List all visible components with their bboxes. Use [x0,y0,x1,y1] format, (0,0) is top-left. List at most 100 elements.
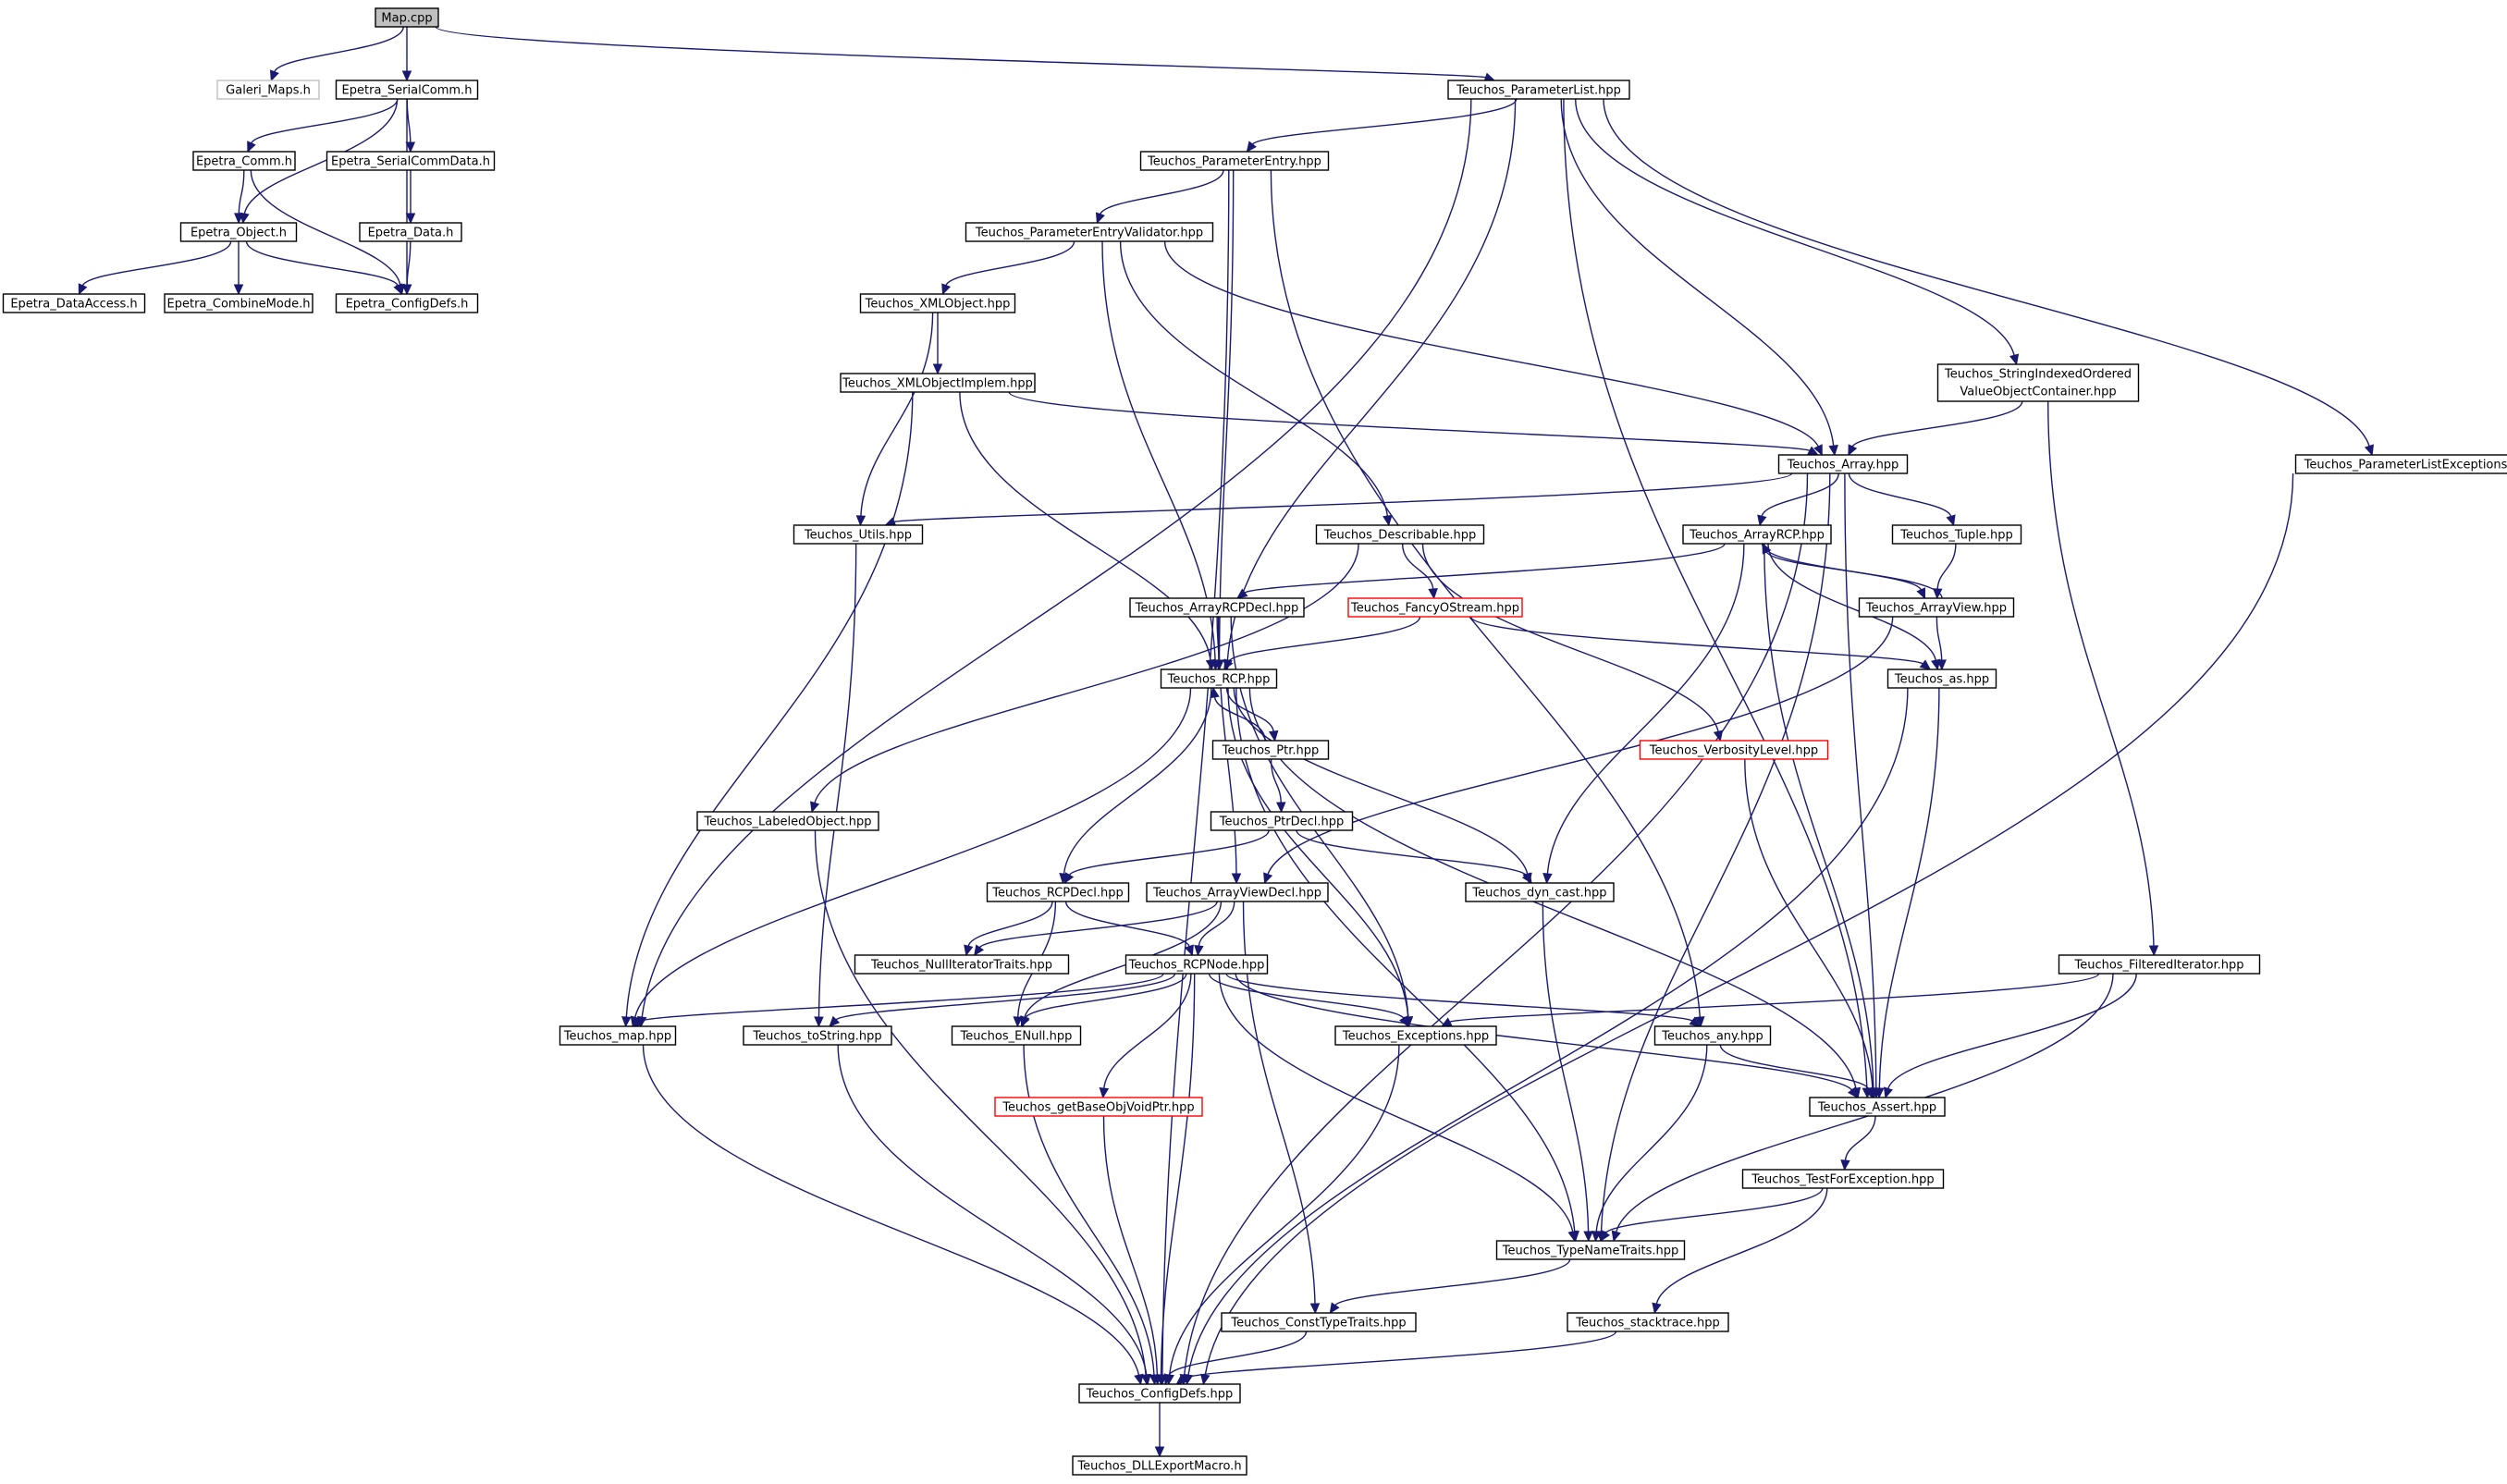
node-box[interactable] [375,7,439,28]
node-dllexportmacro[interactable]: Teuchos_DLLExportMacro.h [1072,1455,1247,1476]
node-epetra-configdefs[interactable]: Epetra_ConfigDefs.h [335,293,479,313]
node-box[interactable] [2,293,146,313]
node-box[interactable] [840,373,1036,393]
node-epetra-data[interactable]: Epetra_Data.h [359,222,462,242]
node-nulliteratortraits[interactable]: Teuchos_NullIteratorTraits.hpp [854,954,1070,975]
node-box[interactable] [179,222,298,242]
node-arrayrcp[interactable]: Teuchos_ArrayRCP.hpp [1682,524,1832,545]
node-box[interactable] [965,222,1214,242]
node-box[interactable] [1221,1312,1417,1332]
node-parameterentryvalidator[interactable]: Teuchos_ParameterEntryValidator.hpp [965,222,1214,242]
node-box[interactable] [359,222,462,242]
node-rcpnode[interactable]: Teuchos_RCPNode.hpp [1124,954,1269,975]
node-assert[interactable]: Teuchos_Assert.hpp [1809,1097,1946,1117]
node-as[interactable]: Teuchos_as.hpp [1886,668,1997,689]
node-box[interactable] [1160,668,1278,689]
node-stringindexed[interactable]: Teuchos_StringIndexedOrderedValueObjectC… [1936,363,2140,402]
node-box[interactable] [1315,524,1485,545]
node-box[interactable] [1809,1097,1946,1117]
node-getbaseobjvoidptr[interactable]: Teuchos_getBaseObjVoidPtr.hpp [994,1097,1203,1117]
node-box[interactable] [1447,80,1630,100]
node-parameterlistexceptions[interactable]: Teuchos_ParameterListExceptions.hpp [2294,454,2507,474]
node-parameterentry[interactable]: Teuchos_ParameterEntry.hpp [1139,151,1330,171]
node-stacktrace[interactable]: Teuchos_stacktrace.hpp [1567,1312,1729,1332]
node-fancyostream[interactable]: Teuchos_FancyOStream.hpp [1347,597,1523,618]
node-enull[interactable]: Teuchos_ENull.hpp [951,1025,1082,1046]
node-arrayview[interactable]: Teuchos_ArrayView.hpp [1858,597,2015,618]
node-box[interactable] [994,1097,1203,1117]
node-configdefs[interactable]: Teuchos_ConfigDefs.hpp [1078,1383,1241,1404]
node-map[interactable]: Teuchos_map.hpp [559,1025,677,1046]
node-box[interactable] [1146,882,1329,902]
node-box[interactable] [1936,363,2140,402]
node-box[interactable] [1886,668,1997,689]
node-box[interactable] [1653,1025,1772,1046]
node-box[interactable] [696,811,879,831]
node-box[interactable] [1465,882,1615,902]
node-box[interactable] [1639,740,1829,760]
node-ptrdecl[interactable]: Teuchos_PtrDecl.hpp [1210,811,1354,831]
node-box[interactable] [859,293,1016,313]
node-box[interactable] [2058,954,2261,975]
node-describable[interactable]: Teuchos_Describable.hpp [1315,524,1485,545]
node-epetra-combinemode[interactable]: Epetra_CombineMode.h [164,293,313,313]
node-box[interactable] [1682,524,1832,545]
node-testforexception[interactable]: Teuchos_TestForException.hpp [1741,1169,1945,1189]
node-arrayrcpdecl[interactable]: Teuchos_ArrayRCPDecl.hpp [1129,597,1305,618]
node-box[interactable] [335,80,479,100]
node-epetra-serialcommdata[interactable]: Epetra_SerialCommData.h [326,151,496,171]
node-epetra-dataaccess[interactable]: Epetra_DataAccess.h [2,293,146,313]
node-box[interactable] [1211,740,1330,760]
node-labeledobject[interactable]: Teuchos_LabeledObject.hpp [696,811,879,831]
node-box[interactable] [1210,811,1354,831]
node-epetra-serialcomm[interactable]: Epetra_SerialComm.h [335,80,479,100]
node-box[interactable] [335,293,479,313]
node-box[interactable] [1334,1025,1497,1046]
node-box[interactable] [1858,597,2015,618]
node-box[interactable] [1129,597,1305,618]
node-box[interactable] [1891,524,2022,545]
node-filterediterator[interactable]: Teuchos_FilteredIterator.hpp [2058,954,2261,975]
node-xmlobject[interactable]: Teuchos_XMLObject.hpp [859,293,1016,313]
node-box[interactable] [1072,1455,1247,1476]
node-box[interactable] [1139,151,1330,171]
node-box[interactable] [743,1025,892,1046]
node-exceptions[interactable]: Teuchos_Exceptions.hpp [1334,1025,1497,1046]
node-box[interactable] [1567,1312,1729,1332]
node-box[interactable] [326,151,496,171]
node-box[interactable] [1777,454,1909,474]
node-box[interactable] [854,954,1070,975]
node-any[interactable]: Teuchos_any.hpp [1653,1025,1772,1046]
node-box[interactable] [192,151,296,171]
node-box[interactable] [1124,954,1269,975]
node-arrayviewdecl[interactable]: Teuchos_ArrayViewDecl.hpp [1146,882,1329,902]
node-epetra-comm[interactable]: Epetra_Comm.h [192,151,296,171]
node-box[interactable] [1078,1383,1241,1404]
node-box[interactable] [1347,597,1523,618]
node-typenametraits[interactable]: Teuchos_TypeNameTraits.hpp [1495,1240,1686,1260]
node-rcp[interactable]: Teuchos_RCP.hpp [1160,668,1278,689]
node-verbositylevel[interactable]: Teuchos_VerbosityLevel.hpp [1639,740,1829,760]
node-utils[interactable]: Teuchos_Utils.hpp [793,524,924,545]
node-box[interactable] [559,1025,677,1046]
node-box[interactable] [1741,1169,1945,1189]
node-box[interactable] [951,1025,1082,1046]
node-epetra-object[interactable]: Epetra_Object.h [179,222,298,242]
node-ptr[interactable]: Teuchos_Ptr.hpp [1211,740,1330,760]
node-galeri-maps[interactable]: Galeri_Maps.h [216,80,320,100]
node-array[interactable]: Teuchos_Array.hpp [1777,454,1909,474]
node-box[interactable] [793,524,924,545]
node-tuple[interactable]: Teuchos_Tuple.hpp [1891,524,2022,545]
node-tostring[interactable]: Teuchos_toString.hpp [743,1025,892,1046]
node-box[interactable] [164,293,313,313]
node-rcpdecl[interactable]: Teuchos_RCPDecl.hpp [986,882,1130,902]
node-dyn-cast[interactable]: Teuchos_dyn_cast.hpp [1465,882,1615,902]
node-parameterlist[interactable]: Teuchos_ParameterList.hpp [1447,80,1630,100]
node-box[interactable] [1495,1240,1686,1260]
node-box[interactable] [2294,454,2507,474]
node-xmlobjectimplem[interactable]: Teuchos_XMLObjectImplem.hpp [840,373,1036,393]
node-map-cpp[interactable]: Map.cpp [375,7,439,28]
node-box[interactable] [986,882,1130,902]
node-box[interactable] [216,80,320,100]
node-consttypetraits[interactable]: Teuchos_ConstTypeTraits.hpp [1221,1312,1417,1332]
